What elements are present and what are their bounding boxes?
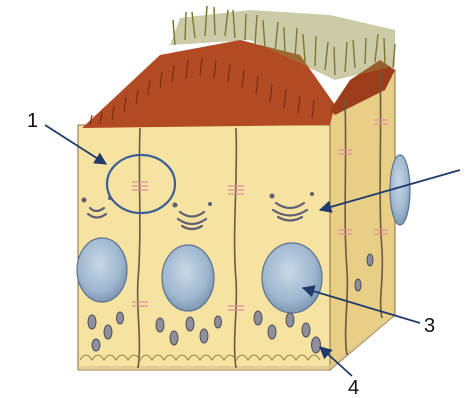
nucleus — [162, 245, 214, 311]
label-3: 3 — [424, 315, 435, 337]
nucleus — [262, 243, 322, 313]
label-1: 1 — [27, 110, 38, 132]
label-4: 4 — [348, 377, 359, 398]
block-side-face — [330, 70, 395, 370]
nucleus — [77, 238, 127, 302]
